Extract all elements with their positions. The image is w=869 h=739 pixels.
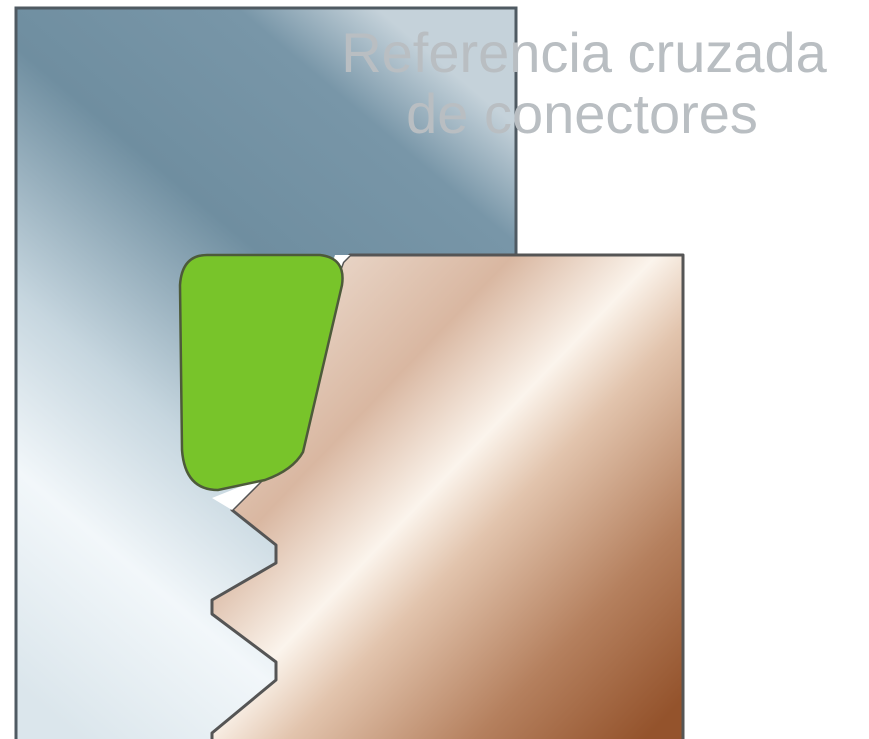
title-line-1: Referencia cruzada xyxy=(341,21,827,84)
seal xyxy=(178,253,344,492)
title-line-2: de conectores xyxy=(406,82,758,145)
